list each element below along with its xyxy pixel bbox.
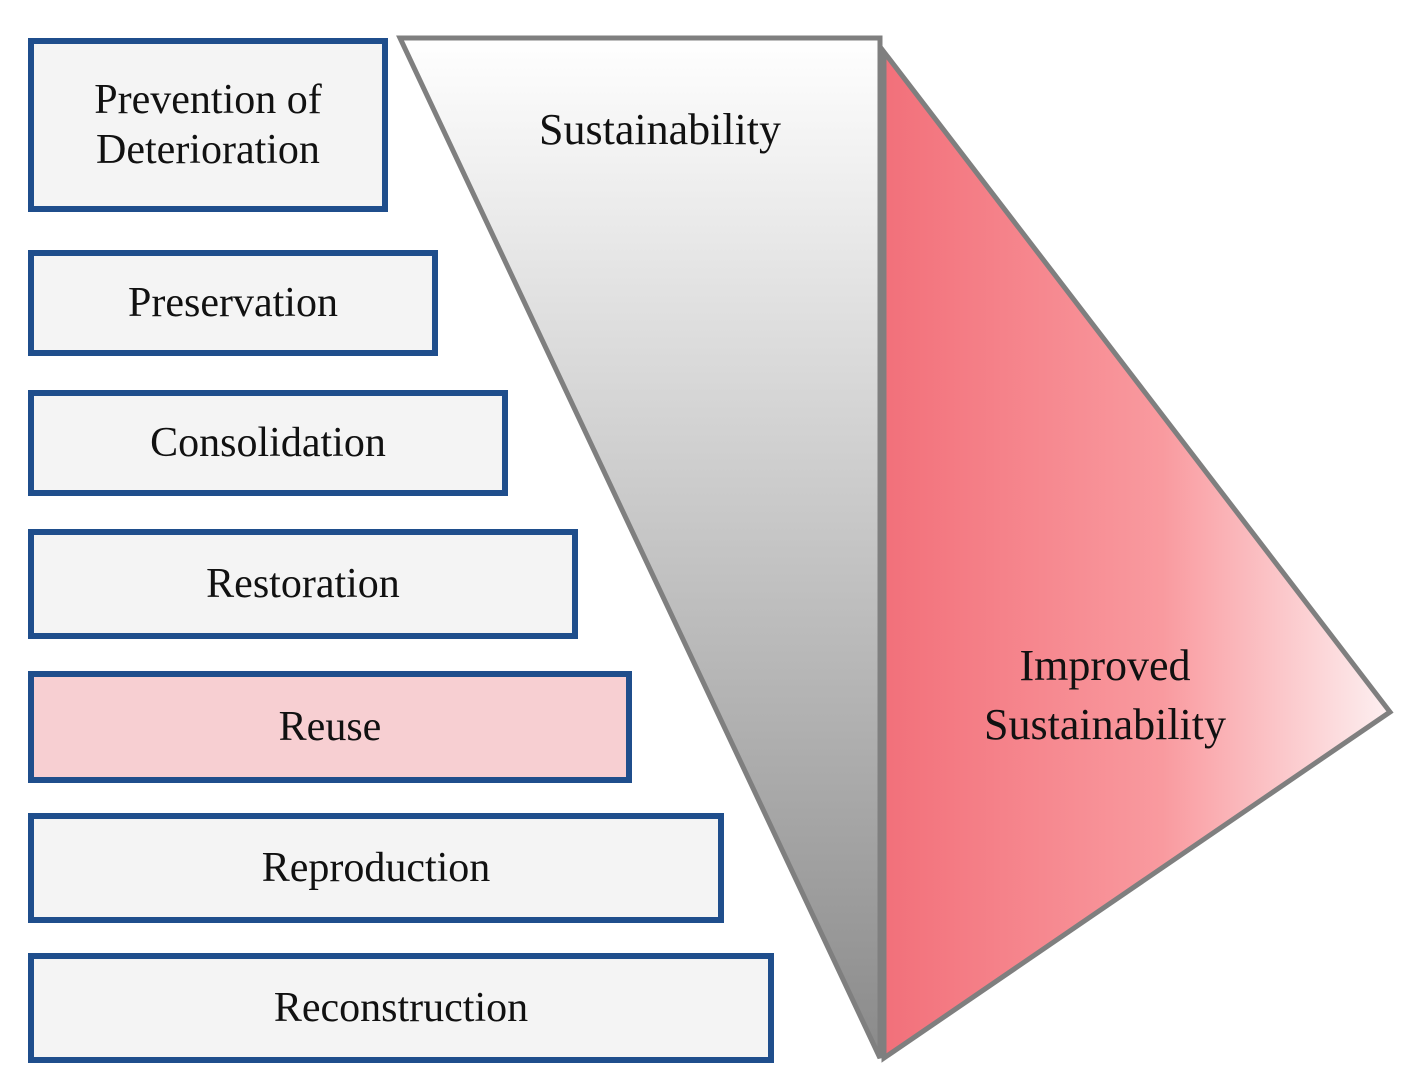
level-label: Consolidation — [150, 419, 386, 466]
level-label: Reproduction — [261, 844, 491, 891]
improved-sustainability-label: Improved Sustainability — [940, 636, 1270, 755]
level-label: Preservation — [128, 279, 338, 326]
level-label: Prevention of Deterioration — [86, 75, 329, 176]
level-label: Restoration — [206, 560, 400, 607]
level-label: Reconstruction — [273, 984, 529, 1031]
improved-label-line: Sustainability — [984, 700, 1226, 750]
level-box-reuse: Reuse — [28, 671, 632, 783]
improved-label-line: Improved — [1019, 641, 1191, 690]
level-label-line: Prevention of — [94, 76, 322, 123]
level-box-prevention-of-deterioration: Prevention of Deterioration — [28, 38, 388, 212]
level-box-reconstruction: Reconstruction — [28, 953, 774, 1063]
sustainability-triangle — [396, 35, 883, 1060]
level-box-consolidation: Consolidation — [28, 390, 508, 496]
level-box-restoration: Restoration — [28, 529, 578, 639]
level-box-preservation: Preservation — [28, 250, 438, 356]
improved-sustainability-triangle — [881, 44, 1394, 1063]
level-label: Reuse — [278, 703, 382, 750]
sustainability-label: Sustainability — [539, 105, 781, 154]
level-label-line: Deterioration — [96, 127, 320, 173]
level-box-reproduction: Reproduction — [28, 813, 724, 923]
